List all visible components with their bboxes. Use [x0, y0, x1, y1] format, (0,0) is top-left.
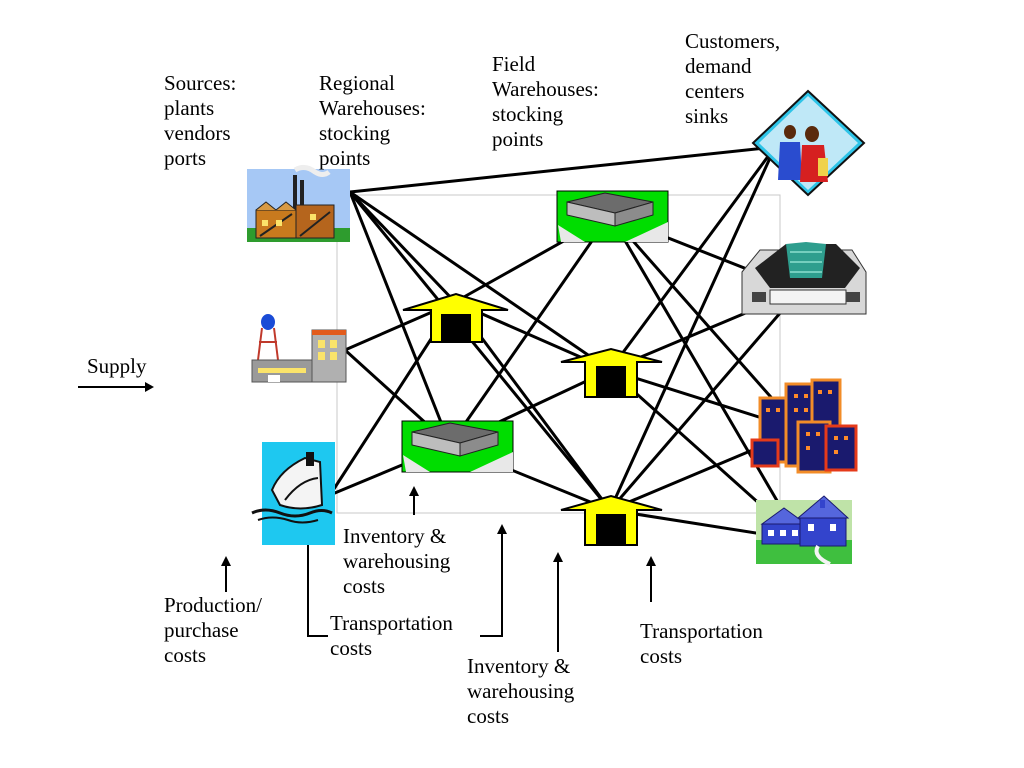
- ship-icon: [251, 442, 335, 545]
- transportation-costs-label-1: Transportation costs: [330, 611, 453, 660]
- field-warehouses-header: Field Warehouses: stocking points: [492, 52, 599, 151]
- cost-pointers: [225, 492, 652, 652]
- warehouse-lot-icon: [401, 420, 514, 473]
- transportation-costs-label-2: Transportation costs: [640, 619, 763, 668]
- warehouse-lot-icon: [556, 190, 669, 243]
- family-icon: [751, 89, 866, 197]
- regional-warehouses-header: Regional Warehouses: stocking points: [319, 71, 426, 170]
- house-icon: [756, 495, 852, 566]
- production-costs-label: Production/ purchase costs: [164, 593, 262, 667]
- field-inventory-costs-label: Inventory & warehousing costs: [467, 654, 575, 728]
- regional-inventory-costs-label: Inventory & warehousing costs: [343, 524, 451, 598]
- mall-icon: [741, 242, 867, 315]
- factory-icon: [247, 164, 350, 242]
- water-tower-factory-icon: [251, 314, 347, 383]
- city-buildings-icon: [750, 378, 858, 474]
- supply-arrow: [78, 382, 154, 392]
- sources-header: Sources: plants vendors ports: [164, 71, 237, 170]
- supply-label: Supply: [87, 354, 147, 378]
- arrow-warehouse-icon: [402, 292, 509, 343]
- arrow-warehouse-icon: [560, 347, 663, 398]
- customers-header: Customers, demand centers sinks: [685, 29, 781, 128]
- arrow-warehouse-icon: [560, 494, 663, 546]
